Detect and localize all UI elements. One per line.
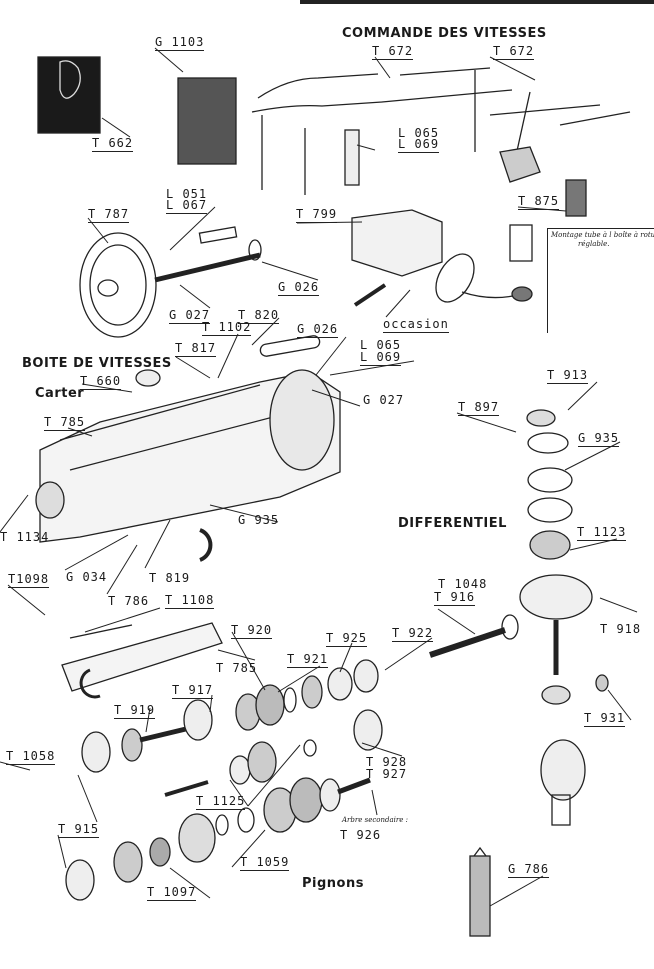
part-label: T 820 (238, 308, 280, 324)
part-label: T 922 (392, 626, 434, 642)
part-label: G 027 (169, 308, 211, 324)
heading-commande-des-vitesses: COMMANDE DES VITESSES (342, 26, 547, 41)
part-label: T 672 (493, 44, 535, 60)
part-label: T 672 (372, 44, 414, 60)
heading-differentiel: DIFFERENTIEL (398, 516, 507, 531)
part-badge-emblem (59, 60, 81, 99)
part-label: T 916 (434, 590, 476, 606)
part-selector-housing (351, 209, 533, 307)
part-label: T 817 (175, 341, 217, 357)
part-label: T 875 (518, 194, 560, 210)
part-label: T 928 (366, 755, 408, 769)
part-label: G 786 (508, 862, 550, 878)
part-label: T 662 (92, 136, 134, 152)
part-label: T 799 (296, 207, 338, 223)
part-label: L 069 (360, 350, 402, 366)
part-label: T 1048 (438, 577, 488, 591)
part-label: G 1103 (155, 35, 205, 51)
part-label: L 069 (398, 137, 440, 153)
part-label: T 819 (149, 571, 191, 585)
part-label: L 051 (166, 187, 208, 201)
part-label: T 915 (58, 822, 100, 838)
part-pad (565, 179, 587, 217)
part-label: L 067 (166, 198, 208, 214)
part-label: T1098 (8, 572, 50, 588)
part-label: T 785 (44, 415, 86, 431)
part-label: T 1134 (0, 530, 50, 544)
part-label: T 1108 (165, 593, 215, 609)
part-label: T 917 (172, 683, 214, 699)
part-shift-linkage (251, 67, 631, 195)
part-label: T 921 (287, 652, 329, 668)
part-label: T 925 (326, 631, 368, 647)
part-label: T 785 (216, 661, 258, 675)
part-label: T 918 (600, 622, 642, 636)
part-top-cover (61, 622, 223, 699)
arbre-secondaire-note: Arbre secondaire : (342, 816, 408, 824)
label-occasion: occasion (383, 317, 449, 333)
part-primary-shaft (81, 659, 383, 773)
part-label: G 935 (238, 513, 280, 527)
part-label: T 897 (458, 400, 500, 416)
part-label: T 1097 (147, 885, 197, 901)
part-label: T 1123 (577, 525, 627, 541)
part-differential (429, 409, 609, 826)
part-grease-tube (469, 855, 491, 937)
part-clutch-disc (79, 226, 262, 338)
part-label: T 1059 (240, 855, 290, 871)
part-label: L 065 (360, 338, 402, 352)
heading-boite-de-vitesses: BOITE DE VITESSES (22, 356, 172, 371)
scan-edge (300, 0, 654, 4)
part-oil-can (177, 77, 237, 165)
leader-lines (0, 47, 638, 907)
part-label: T 787 (88, 207, 130, 223)
heading-pignons: Pignons (302, 876, 364, 891)
part-label: T 920 (231, 623, 273, 639)
montage-note-line1: Montage tube à l boîte à rotule (551, 231, 654, 239)
heading-carter: Carter (35, 386, 85, 401)
part-label: T 786 (108, 594, 150, 608)
montage-inset: Montage tube à l boîte à rotule réglable… (547, 228, 654, 333)
part-label: G 026 (278, 280, 320, 296)
part-label: T 1102 (202, 320, 252, 336)
part-label: T 926 (340, 828, 382, 842)
part-label: T 919 (114, 703, 156, 719)
part-label: T 1125 (196, 794, 246, 810)
part-label: T 931 (584, 711, 626, 727)
part-gearbox-casing (35, 335, 341, 562)
part-grease-tube-cap (473, 846, 487, 857)
part-label: G 026 (297, 322, 339, 338)
part-label: L 065 (398, 126, 440, 140)
part-label: T 913 (547, 368, 589, 384)
part-label: G 935 (578, 431, 620, 447)
montage-note-line2: réglable. (578, 240, 610, 248)
part-secondary-shaft (65, 739, 371, 901)
part-label: G 034 (66, 570, 108, 584)
part-label: T 927 (366, 767, 408, 781)
part-badge (37, 56, 101, 134)
part-label: T 1058 (6, 749, 56, 765)
part-label: T 660 (80, 374, 122, 390)
part-label: G 027 (363, 393, 405, 407)
